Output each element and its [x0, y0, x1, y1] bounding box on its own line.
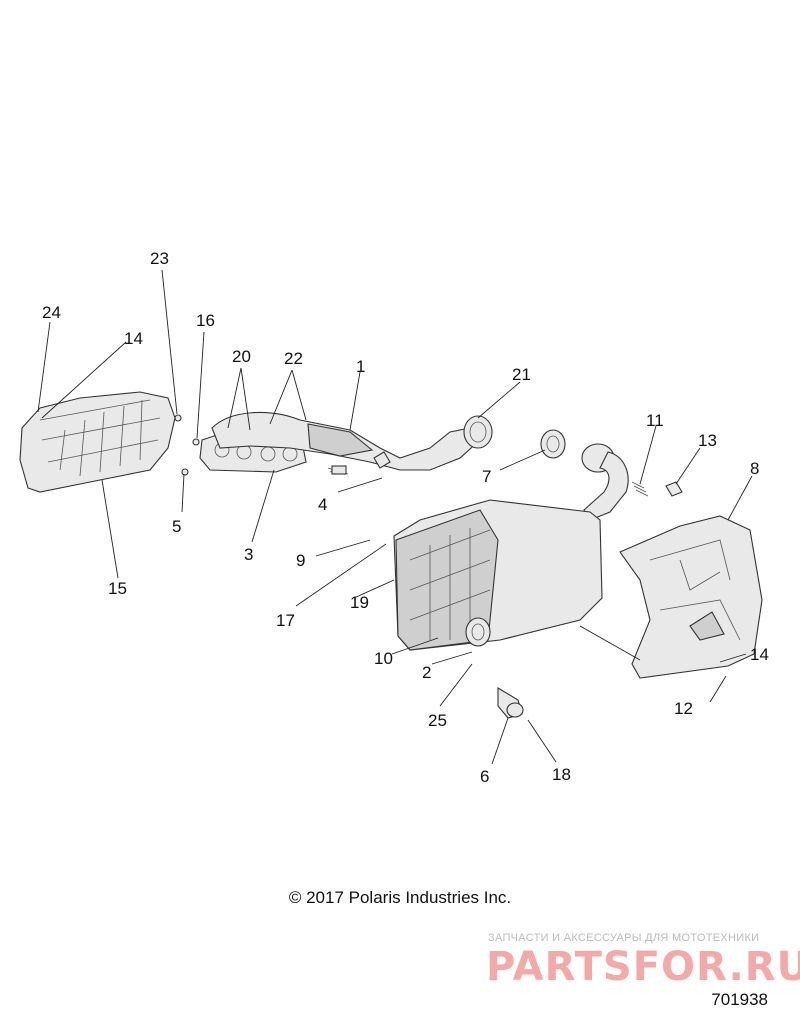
- callout-14b: 14: [750, 645, 769, 664]
- callout-15: 15: [108, 579, 127, 598]
- callout-1: 1: [356, 357, 365, 376]
- callout-6: 6: [480, 767, 489, 786]
- callout-20: 20: [232, 347, 251, 366]
- fasteners: [174, 414, 391, 476]
- callout-24: 24: [42, 303, 61, 322]
- callout-10: 10: [374, 649, 393, 668]
- drawing-number: 701938: [711, 990, 768, 1009]
- callout-19: 19: [350, 593, 369, 612]
- callout-3: 3: [244, 545, 253, 564]
- heat-shield-left: [19, 391, 176, 493]
- heat-shield-right: [619, 515, 763, 679]
- callout-23: 23: [150, 249, 169, 268]
- callout-2: 2: [422, 663, 431, 682]
- callout-25: 25: [428, 711, 447, 730]
- leader-lines: [37, 269, 753, 765]
- muffler-inlet-pipe: [581, 443, 683, 521]
- callout-16: 16: [196, 311, 215, 330]
- muffler: [393, 499, 603, 651]
- callout-18: 18: [552, 765, 571, 784]
- exhaust-header-pipe: [211, 411, 493, 471]
- callout-17: 17: [276, 611, 295, 630]
- callout-21: 21: [512, 365, 531, 384]
- callout-12: 12: [674, 699, 693, 718]
- callout-11: 11: [646, 411, 664, 430]
- callout-9: 9: [296, 551, 305, 570]
- callout-labels: 1 2 3 4 5 6 7 8 9 10 11 12 13 14 14 15 1…: [42, 249, 769, 786]
- callout-7: 7: [482, 467, 491, 486]
- callout-4: 4: [318, 495, 327, 514]
- spark-arrestor: [497, 687, 524, 719]
- callout-22: 22: [284, 349, 303, 368]
- callout-5: 5: [172, 517, 181, 536]
- callout-8: 8: [750, 459, 759, 478]
- watermark-logo: PARTSFOR.RU: [486, 944, 800, 990]
- exhaust-gasket-ring: [540, 429, 566, 459]
- callout-13: 13: [698, 431, 717, 450]
- watermark-tagline: ЗАПЧАСТИ И АКСЕССУАРЫ ДЛЯ МОТОТЕХНИКИ: [488, 932, 760, 944]
- callout-14a: 14: [124, 329, 143, 348]
- copyright-notice: © 2017 Polaris Industries Inc.: [288, 888, 512, 907]
